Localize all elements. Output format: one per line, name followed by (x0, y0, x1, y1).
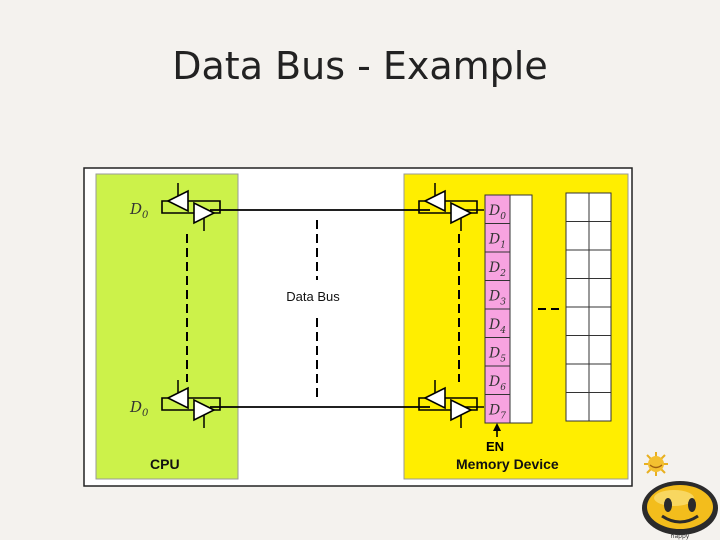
memory-bit-label: D6 (488, 374, 506, 393)
bit-cell (484, 280, 511, 310)
bus-label: Data Bus (286, 289, 340, 304)
memory-bit-label: D0 (488, 203, 506, 222)
cpu-label: CPU (150, 456, 180, 472)
enable-label: EN (486, 439, 504, 454)
smiley-sun-logo-icon: happy (642, 452, 718, 540)
memory-label: Memory Device (456, 456, 559, 472)
slide-title: Data Bus - Example (172, 44, 548, 88)
bit-cell (484, 394, 511, 424)
cpu-pin-label-bottom: D0 (129, 398, 149, 419)
memory-bit-column (484, 194, 511, 424)
memory-bit-label: D4 (488, 317, 506, 336)
cpu-block (95, 173, 239, 480)
empty-column (509, 194, 533, 424)
memory-bit-label: D7 (488, 403, 506, 422)
enable-arrow-head (493, 423, 501, 431)
cpu-pin-label-top: D0 (129, 200, 149, 221)
memory-bit-label: D1 (488, 232, 506, 251)
logo-caption: happy (671, 533, 690, 540)
memory-bit-label: D5 (488, 346, 506, 365)
bit-cell (484, 308, 511, 338)
memory-bit-label: D3 (488, 289, 506, 308)
memory-word-grid (565, 192, 612, 422)
memory-bit-label: D2 (488, 260, 506, 279)
bit-cell (484, 251, 511, 281)
